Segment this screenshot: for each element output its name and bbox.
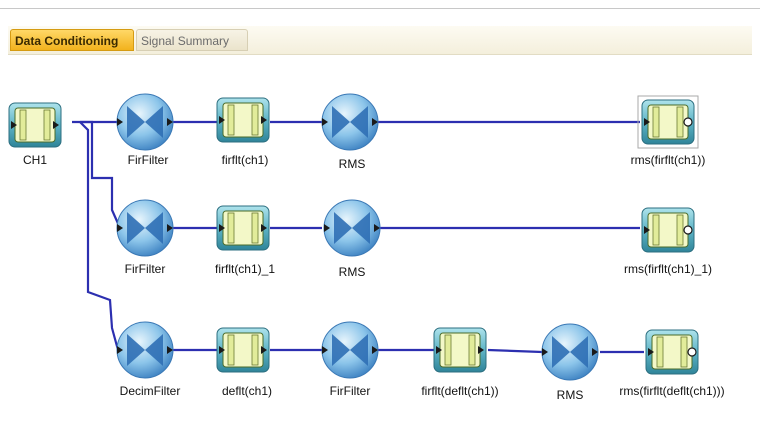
fir1-node[interactable]	[116, 93, 174, 151]
deflt-label: deflt(ch1)	[221, 384, 273, 398]
rms1-node[interactable]	[321, 93, 379, 151]
connection-wire	[80, 120, 122, 229]
deflt-node[interactable]	[216, 327, 270, 373]
rms3-label: RMS	[556, 388, 584, 402]
firflt2-label: firflt(ch1)_1	[214, 262, 276, 276]
ch1-node[interactable]	[8, 102, 62, 148]
out3-node[interactable]	[645, 329, 699, 375]
rms1-label: RMS	[338, 157, 366, 171]
rms2-label: RMS	[338, 265, 366, 279]
connection-wire	[487, 348, 543, 354]
fir1-label: FirFilter	[127, 153, 169, 167]
tab-data-conditioning[interactable]: Data Conditioning	[10, 29, 134, 51]
firflt3-node[interactable]	[433, 327, 487, 373]
firflt2-node[interactable]	[216, 205, 270, 251]
out2-label: rms(firflt(ch1)_1)	[623, 262, 713, 276]
fir3-label: FirFilter	[329, 384, 371, 398]
out3-label: rms(firflt(deflt(ch1)))	[619, 384, 725, 398]
flow-diagram	[8, 93, 699, 381]
connection-wires	[72, 120, 644, 354]
rms3-node[interactable]	[541, 323, 599, 381]
fir2-label: FirFilter	[124, 262, 166, 276]
tab-signal-summary[interactable]: Signal Summary	[136, 29, 248, 51]
out2-node[interactable]	[641, 207, 695, 253]
connection-wire	[79, 121, 120, 351]
decim-node[interactable]	[116, 321, 174, 379]
rms2-node[interactable]	[323, 199, 381, 257]
fir2-node[interactable]	[116, 199, 174, 257]
out1-node[interactable]	[637, 95, 699, 149]
window-top-border	[0, 8, 760, 9]
out1-label: rms(firflt(ch1))	[630, 153, 706, 167]
flow-nodes	[8, 93, 699, 381]
firflt1-node[interactable]	[216, 97, 270, 143]
tab-bar: Data Conditioning Signal Summary	[8, 26, 752, 55]
decim-label: DecimFilter	[119, 384, 181, 398]
firflt3-label: firflt(deflt(ch1))	[421, 384, 499, 398]
firflt1-label: firflt(ch1)	[221, 153, 269, 167]
fir3-node[interactable]	[321, 321, 379, 379]
ch1-label: CH1	[22, 153, 48, 167]
